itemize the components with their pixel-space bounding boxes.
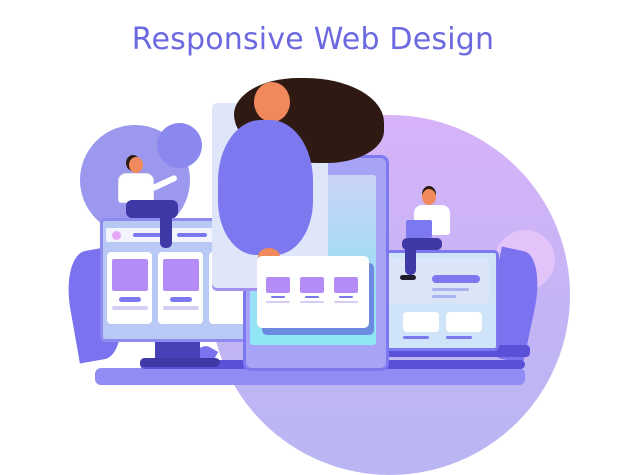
woman-face — [254, 82, 290, 122]
man-head — [422, 189, 436, 205]
background-circle-small — [157, 123, 202, 168]
floating-card-line — [266, 301, 290, 303]
page-title: Responsive Web Design — [131, 22, 495, 57]
floating-card-line — [271, 296, 285, 298]
floating-card-line — [305, 296, 319, 298]
monitor-card-image — [163, 259, 199, 291]
monitor-avatar-dot — [112, 231, 121, 240]
laptop-card — [446, 312, 482, 332]
laptop-line — [446, 336, 472, 339]
laptop-line — [403, 336, 429, 339]
monitor-foot — [140, 358, 220, 367]
illustration — [60, 78, 570, 475]
laptop-text-line — [432, 288, 469, 291]
floating-card-line — [334, 301, 358, 303]
man-shoe — [400, 275, 416, 280]
floating-card-line — [300, 301, 324, 303]
laptop-card — [403, 312, 439, 332]
floating-card-image — [266, 277, 290, 293]
floating-card-image — [334, 277, 358, 293]
man-laptop — [406, 220, 432, 238]
ground-base — [95, 368, 525, 385]
laptop-heading-bar — [432, 275, 480, 283]
man-leg — [405, 240, 416, 275]
woman-sitting-shirt — [118, 173, 154, 203]
woman-sitting-leg — [160, 210, 172, 248]
monitor-card-line — [163, 306, 199, 310]
floating-card-image — [300, 277, 324, 293]
monitor-card-line — [170, 297, 192, 302]
monitor-nav-bar — [133, 233, 163, 237]
woman-sweater — [218, 120, 313, 255]
monitor-nav-bar — [177, 233, 207, 237]
laptop-text-line — [432, 295, 456, 298]
monitor-card-image — [112, 259, 148, 291]
floating-card-line — [339, 296, 353, 298]
monitor-card-line — [119, 297, 141, 302]
woman-sitting-head — [129, 157, 143, 173]
monitor-card-line — [112, 306, 148, 310]
